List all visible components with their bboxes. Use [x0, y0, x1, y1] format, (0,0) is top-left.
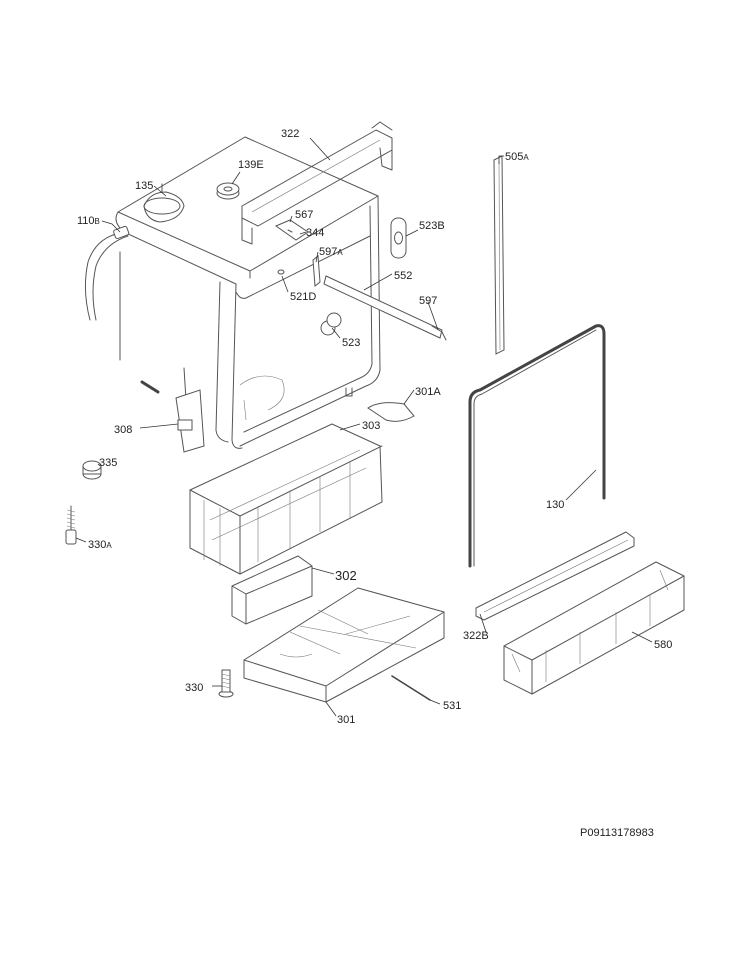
label-139e: 139E — [238, 159, 264, 171]
label-521d: 521D — [290, 291, 316, 303]
label-523: 523 — [342, 337, 360, 349]
document-number: P09113178983 — [580, 827, 654, 839]
bottom-rail-part — [475, 531, 635, 621]
label-330: 330 — [185, 682, 203, 694]
tub-assembly — [115, 136, 381, 449]
leader-lines — [75, 137, 653, 717]
vertical-seal-part — [493, 155, 505, 355]
label-505a: 505A — [505, 151, 529, 163]
top-rail-part — [241, 121, 393, 245]
label-322b: 322B — [463, 630, 489, 642]
part-labels: 322 505A 139E 135 110B 567 344 523B 597A… — [77, 128, 672, 726]
gasket-part — [390, 217, 407, 259]
label-597a: 597A — [319, 246, 343, 258]
label-135: 135 — [135, 180, 153, 192]
label-330a: 330A — [88, 539, 112, 551]
knob-part — [82, 460, 102, 480]
label-335: 335 — [99, 457, 117, 469]
cover-part — [367, 402, 415, 422]
label-322: 322 — [281, 128, 299, 140]
nut-part — [216, 182, 240, 200]
base-frame-part — [189, 423, 383, 575]
label-308: 308 — [114, 424, 132, 436]
bracket-part — [274, 219, 309, 241]
filter-panel-part — [231, 555, 313, 625]
door-seal-part — [468, 324, 606, 568]
label-301: 301 — [337, 714, 355, 726]
long-screw-part — [65, 505, 77, 545]
label-303: 303 — [362, 420, 380, 432]
float-switch-part — [140, 367, 205, 453]
hose-part — [84, 225, 130, 361]
label-597: 597 — [419, 295, 437, 307]
label-110b: 110B — [77, 215, 100, 227]
label-130: 130 — [546, 499, 564, 511]
side-rail-part — [323, 275, 447, 341]
plug-part — [320, 312, 342, 336]
base-plate-part — [243, 587, 445, 703]
pin-part — [391, 675, 431, 701]
label-344: 344 — [306, 227, 324, 239]
label-552: 552 — [394, 270, 412, 282]
label-302: 302 — [335, 568, 357, 583]
label-301a: 301A — [415, 386, 441, 398]
label-567: 567 — [295, 209, 313, 221]
label-523b: 523B — [419, 220, 445, 232]
label-531: 531 — [443, 700, 461, 712]
control-unit-part — [503, 561, 685, 695]
short-screw-part — [218, 669, 234, 698]
clip-part — [312, 255, 321, 287]
softener-cap-part — [143, 183, 185, 223]
label-580: 580 — [654, 639, 672, 651]
